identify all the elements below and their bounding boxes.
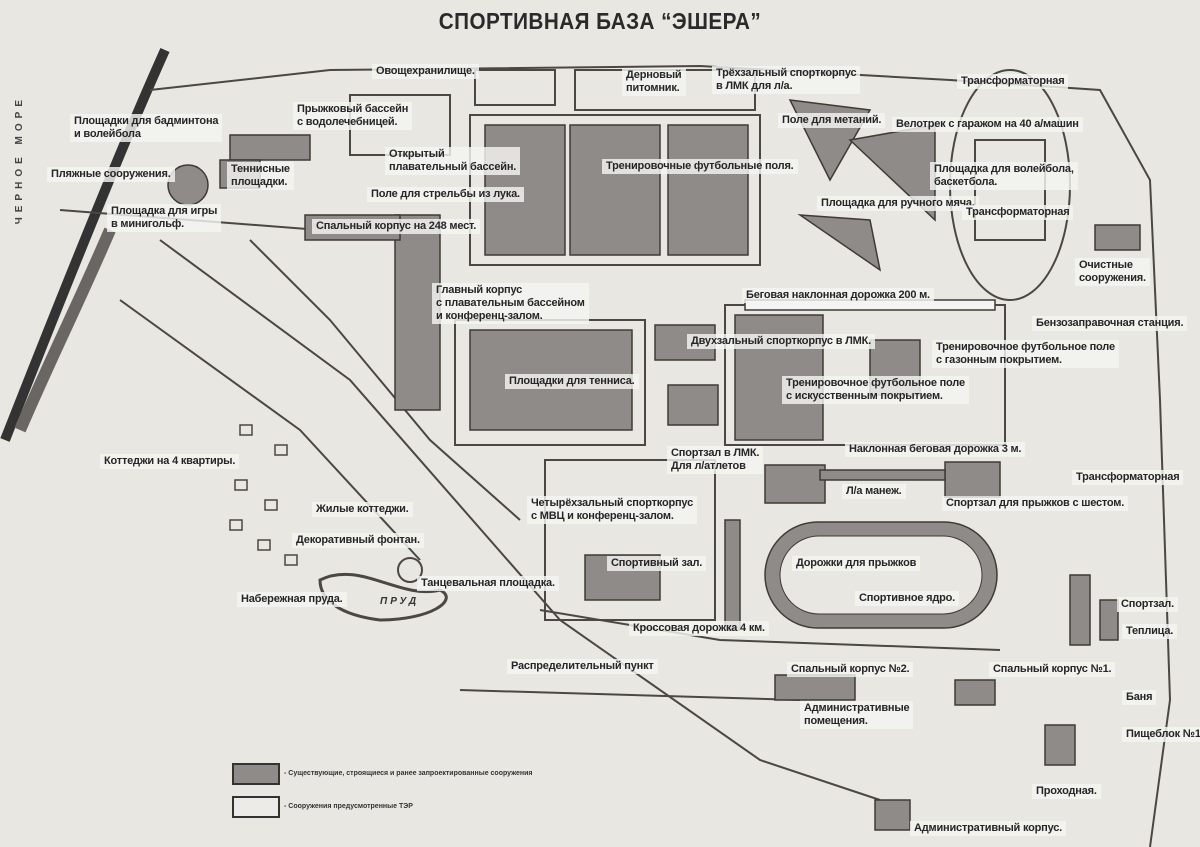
label-stadium-core: Спортивное ядро. — [855, 591, 960, 606]
label-bathhouse: Баня — [1122, 690, 1157, 705]
label-running-track-200: Беговая наклонная дорожка 200 м. — [742, 288, 934, 303]
label-gas-station: Бензозаправочная станция. — [1032, 316, 1188, 331]
label-canteen-1: Пищеблок №1. — [1122, 727, 1200, 742]
label-pole-vault-gym: Спортзал для прыжков с шестом. — [942, 496, 1129, 511]
map-title: СПОРТИВНАЯ БАЗА “ЭШЕРА” — [438, 8, 762, 34]
sea-label: ЧЕРНОЕ МОРЕ — [14, 95, 25, 225]
legend-swatch-planned — [232, 796, 280, 818]
label-tennis-courts-small: Теннисные площадки. — [227, 162, 294, 190]
legend-swatch-existing — [232, 763, 280, 785]
label-distribution-point: Распределительный пункт — [507, 659, 658, 674]
label-football-artificial: Тренировочное футбольное поле с искусств… — [782, 376, 969, 404]
label-residential-cottages: Жилые коттеджи. — [312, 502, 413, 517]
label-athletics-gym: Спортзал в ЛМК. Для л/атлетов — [667, 446, 764, 474]
label-incline-track-3: Наклонная беговая дорожка 3 м. — [845, 442, 1026, 457]
label-cross-track-4km: Кроссовая дорожка 4 км. — [629, 621, 769, 636]
pond-label: ПРУД — [380, 596, 420, 607]
label-three-hall-sports: Трёхзальный спорткорпус в ЛМК для л/а. — [712, 66, 861, 94]
label-vegetable-store: Овощехранилище. — [372, 64, 479, 79]
label-archery: Поле для стрельбы из лука. — [367, 187, 524, 202]
label-arena: Л/а манеж. — [842, 484, 906, 499]
label-cottages-4: Коттеджи на 4 квартиры. — [100, 454, 240, 469]
label-minigolf: Площадка для игры в минигольф. — [107, 204, 222, 232]
label-football-fields: Тренировочные футбольные поля. — [602, 159, 798, 174]
label-open-pool: Открытый плавательный бассейн. — [385, 147, 521, 175]
legend-text-existing: - Существующие, строящиеся и ранее запро… — [284, 770, 533, 777]
label-diving-pool: Прыжковый бассейн с водолечебницей. — [293, 102, 413, 130]
label-velodrome: Велотрек с гаражом на 40 а/машин — [892, 117, 1083, 132]
label-fountain: Декоративный фонтан. — [292, 533, 424, 548]
label-beach: Пляжные сооружения. — [47, 167, 175, 182]
label-greenhouse: Теплица. — [1122, 624, 1178, 639]
label-football-grass: Тренировочное футбольное поле с газонным… — [932, 340, 1119, 368]
label-dormitory-1: Спальный корпус №1. — [989, 662, 1116, 677]
label-transformer-3: Трансформаторная — [1072, 470, 1184, 485]
label-admin-building: Административный корпус. — [910, 821, 1067, 836]
label-transformer-2: Трансформаторная — [962, 205, 1074, 220]
label-pond-embankment: Набережная пруда. — [237, 592, 347, 607]
legend-text-planned: - Сооружения предусмотренные ТЭР — [284, 803, 413, 810]
label-dormitory-248: Спальный корпус на 248 мест. — [312, 219, 481, 234]
label-four-hall-sports: Четырёхзальный спорткорпус с МВЦ и конфе… — [527, 496, 697, 524]
label-admin-rooms: Административные помещения. — [800, 701, 914, 729]
label-jump-tracks: Дорожки для прыжков — [792, 556, 921, 571]
label-two-hall-sports: Двухзальный спорткорпус в ЛМК. — [687, 334, 875, 349]
label-main-building: Главный корпус с плавательным бассейном … — [432, 283, 589, 324]
label-handball: Площадка для ручного мяча. — [817, 196, 979, 211]
label-dance-floor: Танцевальная площадка. — [417, 576, 559, 591]
label-volleyball: Площадка для волейбола, баскетбола. — [930, 162, 1078, 190]
label-treatment-plant: Очистные сооружения. — [1075, 258, 1150, 286]
label-dormitory-2: Спальный корпус №2. — [787, 662, 914, 677]
label-checkpoint: Проходная. — [1032, 784, 1101, 799]
label-gym: Спортзал. — [1117, 597, 1178, 612]
label-badminton: Площадки для бадминтона и волейбола — [70, 114, 223, 142]
label-tennis-courts: Площадки для тенниса. — [505, 374, 639, 389]
label-transformer-1: Трансформаторная — [957, 74, 1069, 89]
label-sports-hall: Спортивный зал. — [607, 556, 707, 571]
label-throwing-field: Поле для метаний. — [778, 113, 886, 128]
label-turf-nursery: Дерновый питомник. — [622, 68, 686, 96]
